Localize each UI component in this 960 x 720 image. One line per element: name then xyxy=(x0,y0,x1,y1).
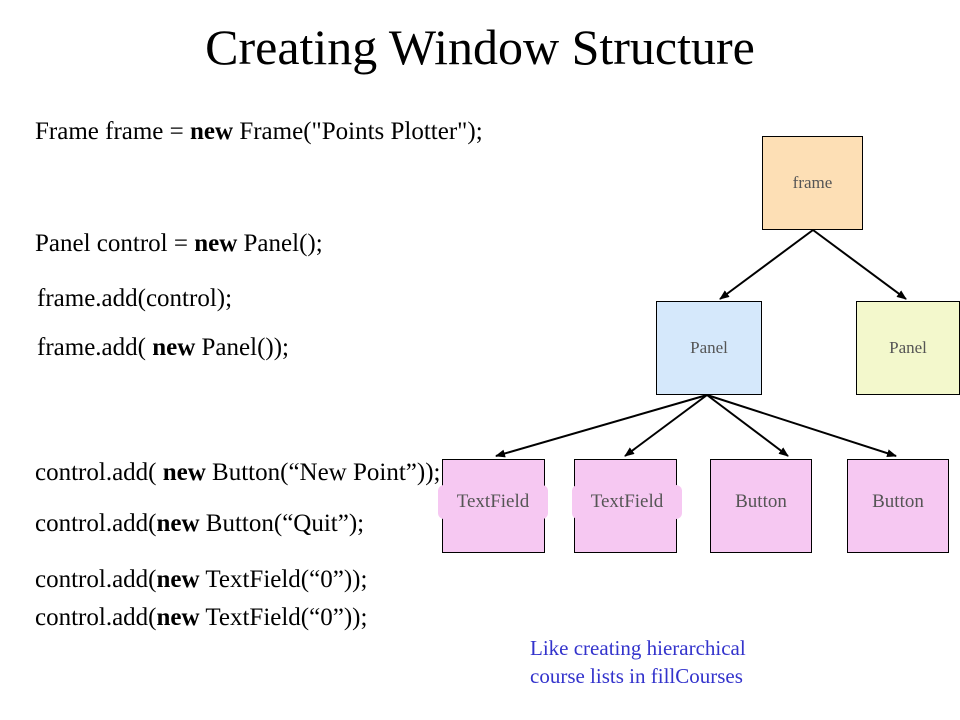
code-panel-line: Panel control = new Panel(); xyxy=(35,229,323,259)
code-text: Button(“Quit”); xyxy=(199,510,365,537)
tree-node-panel-right: Panel xyxy=(856,301,960,395)
keyword-new: new xyxy=(162,459,206,486)
code-text: control.add( xyxy=(35,604,157,631)
code-add-textfield-2: control.add(new TextField(“0”)); xyxy=(35,603,367,633)
code-text: Frame("Points Plotter"); xyxy=(233,118,483,145)
code-add-button-newpoint: control.add( new Button(“New Point”)); xyxy=(35,458,440,488)
leaf-label-button-1: Button xyxy=(735,491,787,512)
code-add-button-quit: control.add(new Button(“Quit”); xyxy=(35,509,364,539)
tree-node-button-2 xyxy=(847,459,949,553)
note-text: Like creating hierarchical course lists … xyxy=(530,636,746,688)
edge-panel-leaf-3 xyxy=(706,394,789,457)
keyword-new: new xyxy=(156,604,200,631)
keyword-new: new xyxy=(156,566,200,593)
code-text: control.add( xyxy=(35,510,157,537)
code-text: TextField(“0”)); xyxy=(199,604,368,631)
code-text: frame.add( xyxy=(37,334,153,361)
code-text: TextField(“0”)); xyxy=(199,566,368,593)
edge-panel-leaf-2 xyxy=(624,394,708,457)
tree-node-panel-left: Panel xyxy=(656,301,762,395)
leaf-label-textfield-1: TextField xyxy=(438,485,548,519)
keyword-new: new xyxy=(190,118,234,145)
tree-node-button-1 xyxy=(710,459,812,553)
edge-panel-leaf-4 xyxy=(706,394,897,458)
keyword-new: new xyxy=(152,334,196,361)
code-text: control.add( xyxy=(35,566,157,593)
edge-panel-leaf-1 xyxy=(495,394,708,458)
code-add-panel: frame.add( new Panel()); xyxy=(37,333,289,363)
keyword-new: new xyxy=(194,230,238,257)
code-text: Frame frame = xyxy=(35,118,191,145)
edge-frame-panel-left xyxy=(719,229,814,300)
leaf-label-button-2: Button xyxy=(872,491,924,512)
keyword-new: new xyxy=(156,510,200,537)
code-text: Panel control = xyxy=(35,230,195,257)
tree-node-frame: frame xyxy=(762,136,863,230)
code-text: Panel()); xyxy=(195,334,289,361)
slide-title: Creating Window Structure xyxy=(205,19,755,75)
code-add-textfield-1: control.add(new TextField(“0”)); xyxy=(35,565,367,595)
code-text: Button(“New Point”)); xyxy=(205,459,441,486)
code-text: control.add( xyxy=(35,459,163,486)
leaf-label-textfield-2: TextField xyxy=(572,485,682,519)
code-frame-line: Frame frame = new Frame("Points Plotter"… xyxy=(35,117,483,147)
edge-frame-panel-right xyxy=(812,229,907,300)
code-text: Panel(); xyxy=(237,230,323,257)
code-add-control: frame.add(control); xyxy=(37,285,233,312)
